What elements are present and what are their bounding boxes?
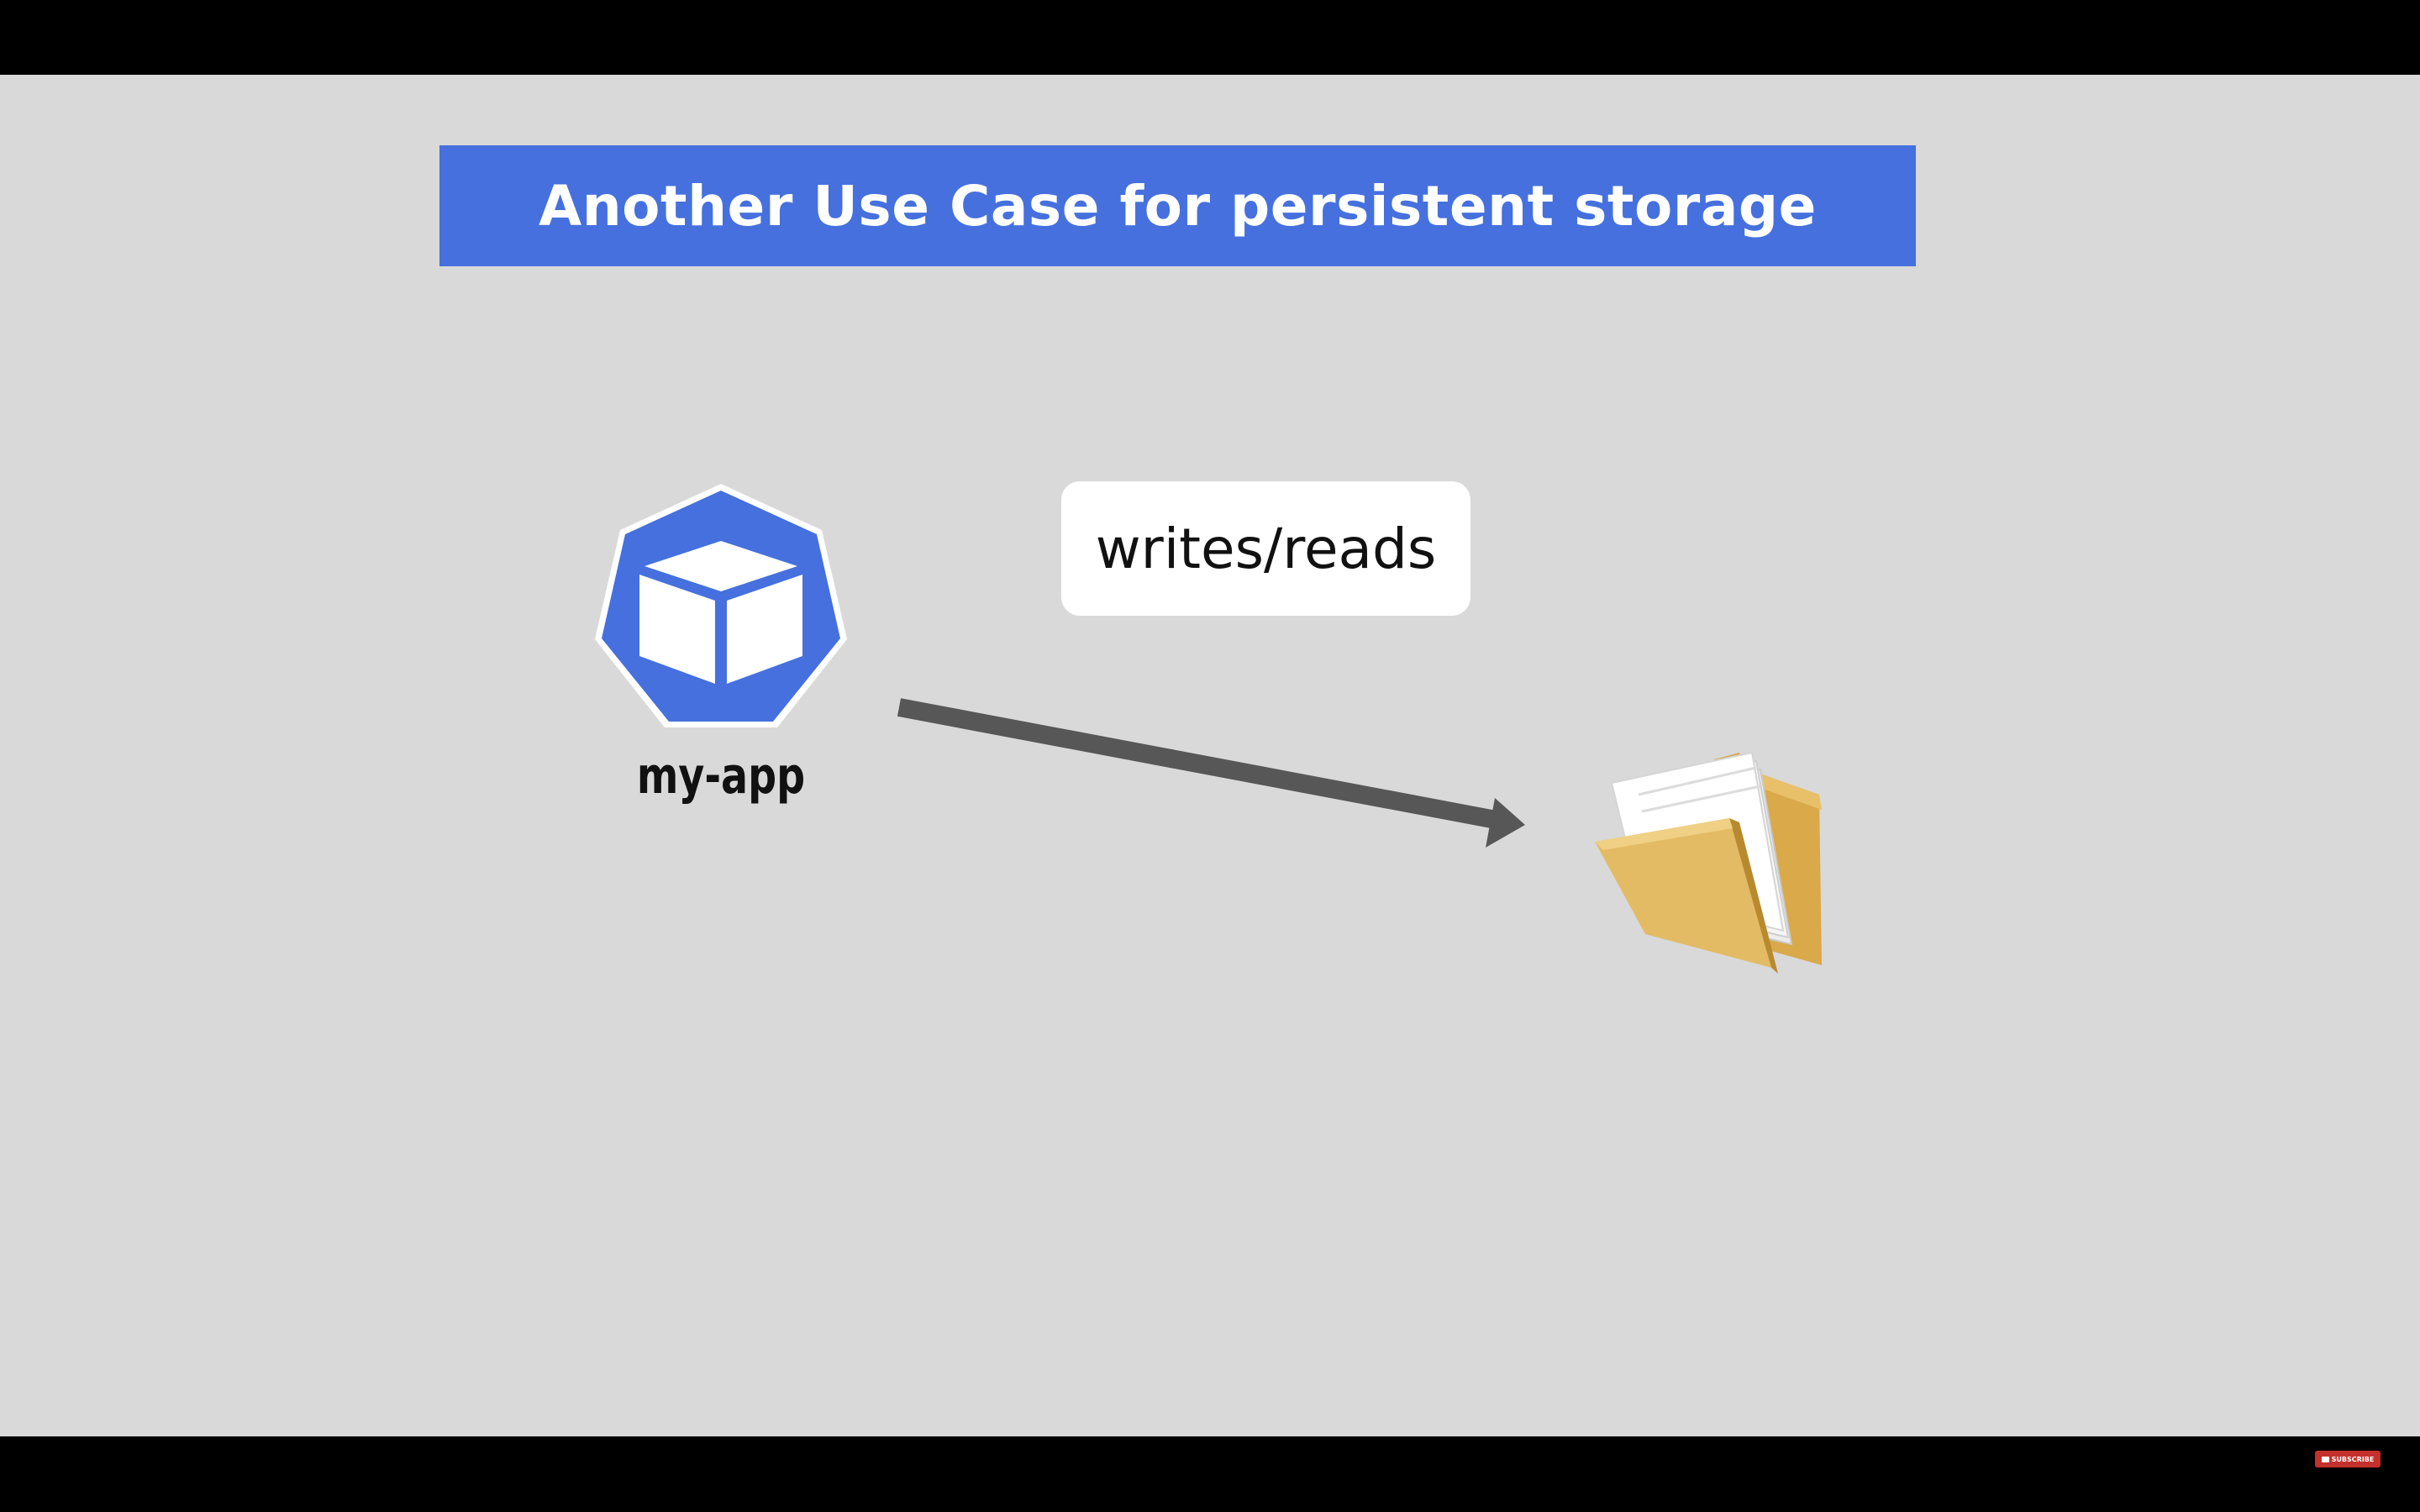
- folder-front-shade: [1729, 818, 1778, 974]
- subscribe-button[interactable]: SUBSCRIBE: [2315, 1451, 2381, 1467]
- arrow-shaft: [897, 698, 1494, 828]
- folder-front: [1595, 818, 1771, 968]
- cube-right-face: [727, 575, 802, 684]
- folder-icon: [1595, 751, 1822, 974]
- slide: Another Use Case for persistent storage …: [0, 75, 2420, 1436]
- title-banner: Another Use Case for persistent storage: [439, 145, 1916, 266]
- action-label-box: writes/reads: [1061, 481, 1470, 616]
- folder-back-edge: [1744, 768, 1822, 810]
- action-label: writes/reads: [1095, 516, 1437, 581]
- kubernetes-pod-icon: [595, 484, 847, 727]
- cube-left-face: [639, 575, 715, 684]
- youtube-play-icon: [2321, 1456, 2329, 1462]
- arrow-head: [1486, 798, 1525, 848]
- cube-top-face: [644, 541, 797, 591]
- letterbox-top: [0, 0, 2420, 75]
- letterbox-bottom: [0, 1436, 2420, 1512]
- pod-label: my-app: [636, 747, 806, 806]
- subscribe-label: SUBSCRIBE: [2331, 1455, 2375, 1463]
- folder-front-highlight: [1595, 818, 1733, 850]
- writes-reads-arrow: [897, 698, 1525, 848]
- slide-title: Another Use Case for persistent storage: [539, 173, 1817, 239]
